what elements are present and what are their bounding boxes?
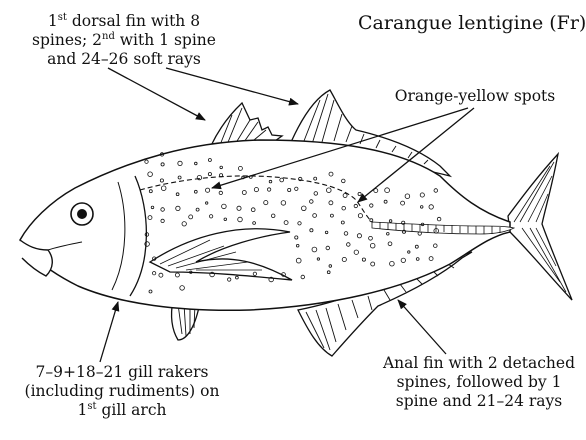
- caudal-fin: [508, 154, 572, 300]
- eye: [71, 203, 93, 225]
